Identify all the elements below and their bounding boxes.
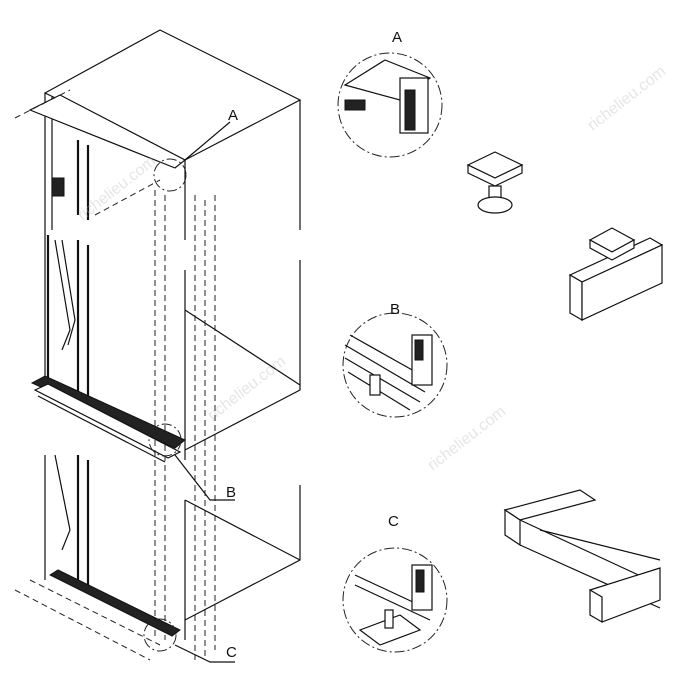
cabinet-top-section [14,29,302,240]
label-b: B [226,484,237,501]
detail-c [342,547,448,653]
label-c: C [226,644,237,661]
leader-a [184,121,231,161]
dashed-posts [154,190,216,660]
detail-label-a: A [392,29,403,46]
label-a: A [228,107,239,124]
callout-circle-c [143,618,177,652]
callout-circle-b [148,423,182,457]
leader-b [174,454,235,501]
leader-c [174,644,235,663]
detail-a [337,52,443,158]
leveling-foot [466,151,524,214]
detail-b [342,312,448,418]
cabinet-bottom-section [14,454,301,661]
detail-label-b: B [390,301,401,318]
foot-on-plinth [568,227,664,322]
detail-label-c: C [388,513,399,530]
callout-circle-a [153,158,187,192]
cabinet-middle-section [30,235,301,463]
plinth-channel [503,489,661,624]
